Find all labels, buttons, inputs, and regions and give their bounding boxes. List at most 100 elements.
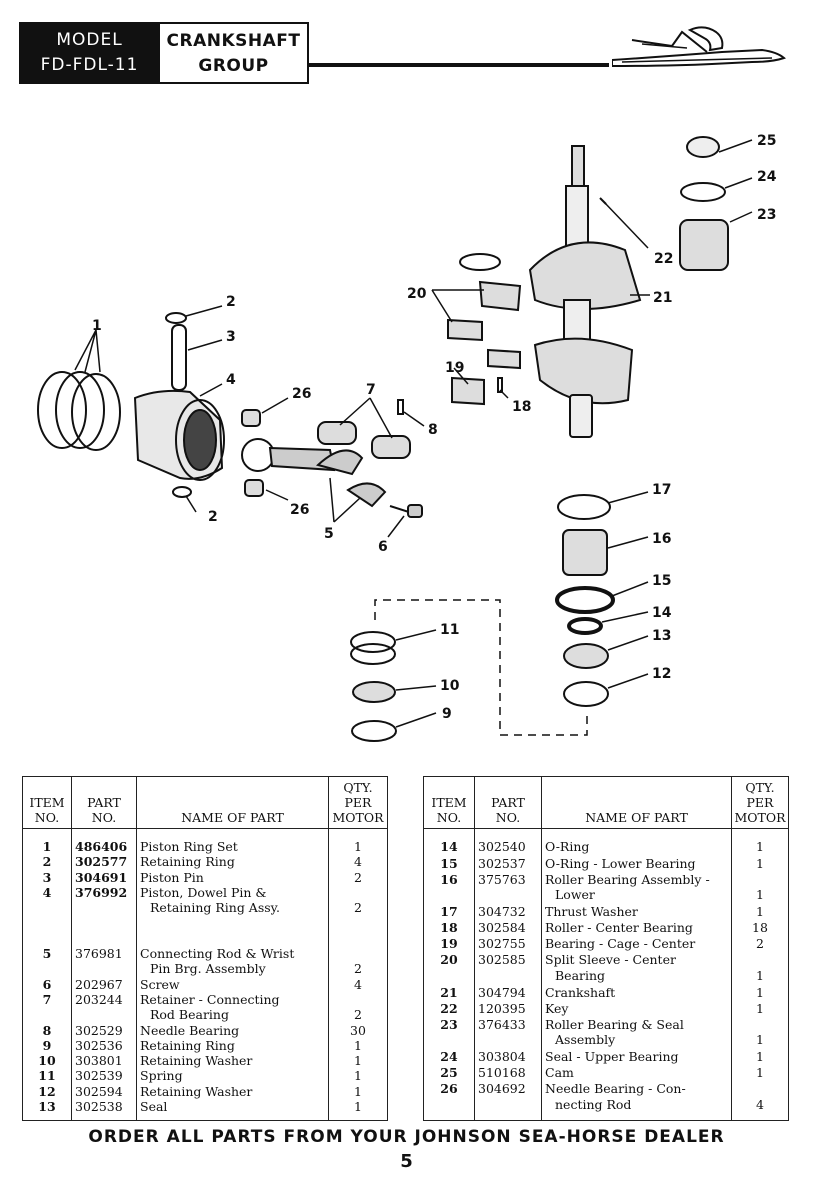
part-name-cell bbox=[136, 915, 329, 931]
item-number-cell: 7 bbox=[42, 991, 52, 1007]
callout-4: 4 bbox=[226, 372, 236, 388]
callout-5: 5 bbox=[324, 526, 334, 542]
item-number-cell: 17 bbox=[440, 904, 458, 920]
part-number-cell: 486406 bbox=[71, 828, 137, 855]
part-number-cell bbox=[71, 915, 137, 931]
callout-12: 12 bbox=[652, 666, 671, 682]
retainer-left-part bbox=[317, 421, 357, 445]
part-number-cell: 376433 bbox=[474, 1016, 542, 1050]
part-name-cell: Seal - Upper Bearing bbox=[541, 1049, 732, 1066]
part-number-cell: 303804 bbox=[474, 1049, 542, 1066]
part-number-cell: 510168 bbox=[474, 1065, 542, 1082]
item-number-cell: 9 bbox=[42, 1037, 52, 1053]
callout-14: 14 bbox=[652, 605, 672, 621]
part-name-cell: Retaining Ring bbox=[136, 1037, 329, 1054]
callout-17: 17 bbox=[652, 482, 671, 498]
qty-value: 1 bbox=[756, 967, 764, 983]
qty-cell: 1 bbox=[731, 1049, 789, 1066]
part-name-cell: Seal bbox=[136, 1099, 329, 1121]
item-number-cell bbox=[23, 931, 72, 946]
callout-15: 15 bbox=[652, 573, 671, 589]
qty-value: 1 bbox=[756, 984, 764, 1000]
part-name: Retainer - Connecting bbox=[140, 991, 280, 1007]
qty-cell: 1 bbox=[731, 1000, 789, 1017]
part-number-cell: 302539 bbox=[71, 1068, 137, 1084]
part-name: Crankshaft bbox=[545, 984, 616, 1000]
item-number-cell: 12 bbox=[38, 1083, 56, 1099]
part-name: Piston, Dowel Pin & bbox=[140, 884, 267, 900]
callout-24: 24 bbox=[757, 169, 777, 185]
part-name: Thrust Washer bbox=[545, 904, 638, 920]
callout-3: 3 bbox=[226, 329, 236, 345]
callout-10: 10 bbox=[440, 678, 460, 694]
part-number-cell: 304692 bbox=[474, 1081, 542, 1121]
group-title-line1: CRANKSHAFT bbox=[166, 31, 301, 51]
item-number-cell: 15 bbox=[440, 855, 458, 871]
page-number: 5 bbox=[400, 1151, 413, 1172]
callout-1: 1 bbox=[92, 318, 102, 334]
part-number-cell: 302594 bbox=[71, 1083, 137, 1100]
qty-cell: 1 bbox=[731, 904, 789, 921]
part-name-continued: Assembly bbox=[555, 1032, 616, 1048]
part-name-cell: Roller Bearing Assembly -Lower bbox=[541, 871, 732, 905]
part-name-cell: Piston Ring Set bbox=[136, 828, 329, 855]
part-name-cell: Cam bbox=[541, 1065, 732, 1082]
qty-value: 1 bbox=[354, 1068, 362, 1084]
qty-value: 1 bbox=[756, 1049, 764, 1065]
part-name bbox=[140, 915, 325, 930]
part-name-continued: necting Rod bbox=[555, 1096, 632, 1112]
part-number-cell: 302536 bbox=[71, 1037, 137, 1054]
qty-value: 2 bbox=[354, 869, 362, 885]
qty-cell: 1 bbox=[731, 1065, 789, 1082]
qty-cell: 4 bbox=[328, 976, 388, 992]
qty-value: 4 bbox=[354, 976, 362, 992]
qty-cell: 2 bbox=[731, 936, 789, 953]
qty-value: 1 bbox=[756, 1000, 764, 1016]
part-name-cell: Crankshaft bbox=[541, 984, 732, 1001]
item-number-cell: 16 bbox=[440, 871, 458, 887]
dealer-footer: ORDER ALL PARTS FROM YOUR JOHNSON SEA-HO… bbox=[88, 1127, 725, 1147]
part-number-cell: 302577 bbox=[71, 854, 137, 870]
qty-value: 1 bbox=[756, 1065, 764, 1081]
item-number-cell: 10 bbox=[38, 1053, 56, 1069]
part-name-cell: Retaining Ring bbox=[136, 854, 329, 870]
part-name: Roller Bearing Assembly - bbox=[545, 871, 710, 887]
qty-value: 1 bbox=[354, 1083, 362, 1099]
part-number-cell: 376992 bbox=[71, 884, 137, 916]
part-number-cell: 203244 bbox=[71, 991, 137, 1023]
part-name-cell: O-Ring bbox=[541, 828, 732, 856]
item-number-cell bbox=[23, 915, 72, 930]
qty-cell: 1 bbox=[328, 1037, 388, 1054]
callout-16: 16 bbox=[652, 531, 671, 547]
part-number-cell: 302755 bbox=[474, 936, 542, 953]
qty-value: 1 bbox=[354, 1053, 362, 1069]
item-number-cell: 1 bbox=[42, 839, 52, 854]
item-number-cell: 11 bbox=[38, 1068, 56, 1084]
item-number-cell: 2 bbox=[42, 854, 52, 870]
part-name-cell: O-Ring - Lower Bearing bbox=[541, 855, 732, 872]
spring-washer-parts bbox=[350, 631, 397, 742]
needle-bearing-pin-part bbox=[397, 399, 404, 415]
part-name-cell: Retaining Washer bbox=[136, 1083, 329, 1100]
callout-7: 7 bbox=[366, 382, 376, 398]
part-name-cell: Needle Bearing - Con-necting Rod bbox=[541, 1081, 732, 1121]
part-name-cell: Piston, Dowel Pin &Retaining Ring Assy. bbox=[136, 884, 329, 916]
piston-pin-part bbox=[171, 324, 187, 391]
qty-value: 1 bbox=[354, 839, 362, 854]
